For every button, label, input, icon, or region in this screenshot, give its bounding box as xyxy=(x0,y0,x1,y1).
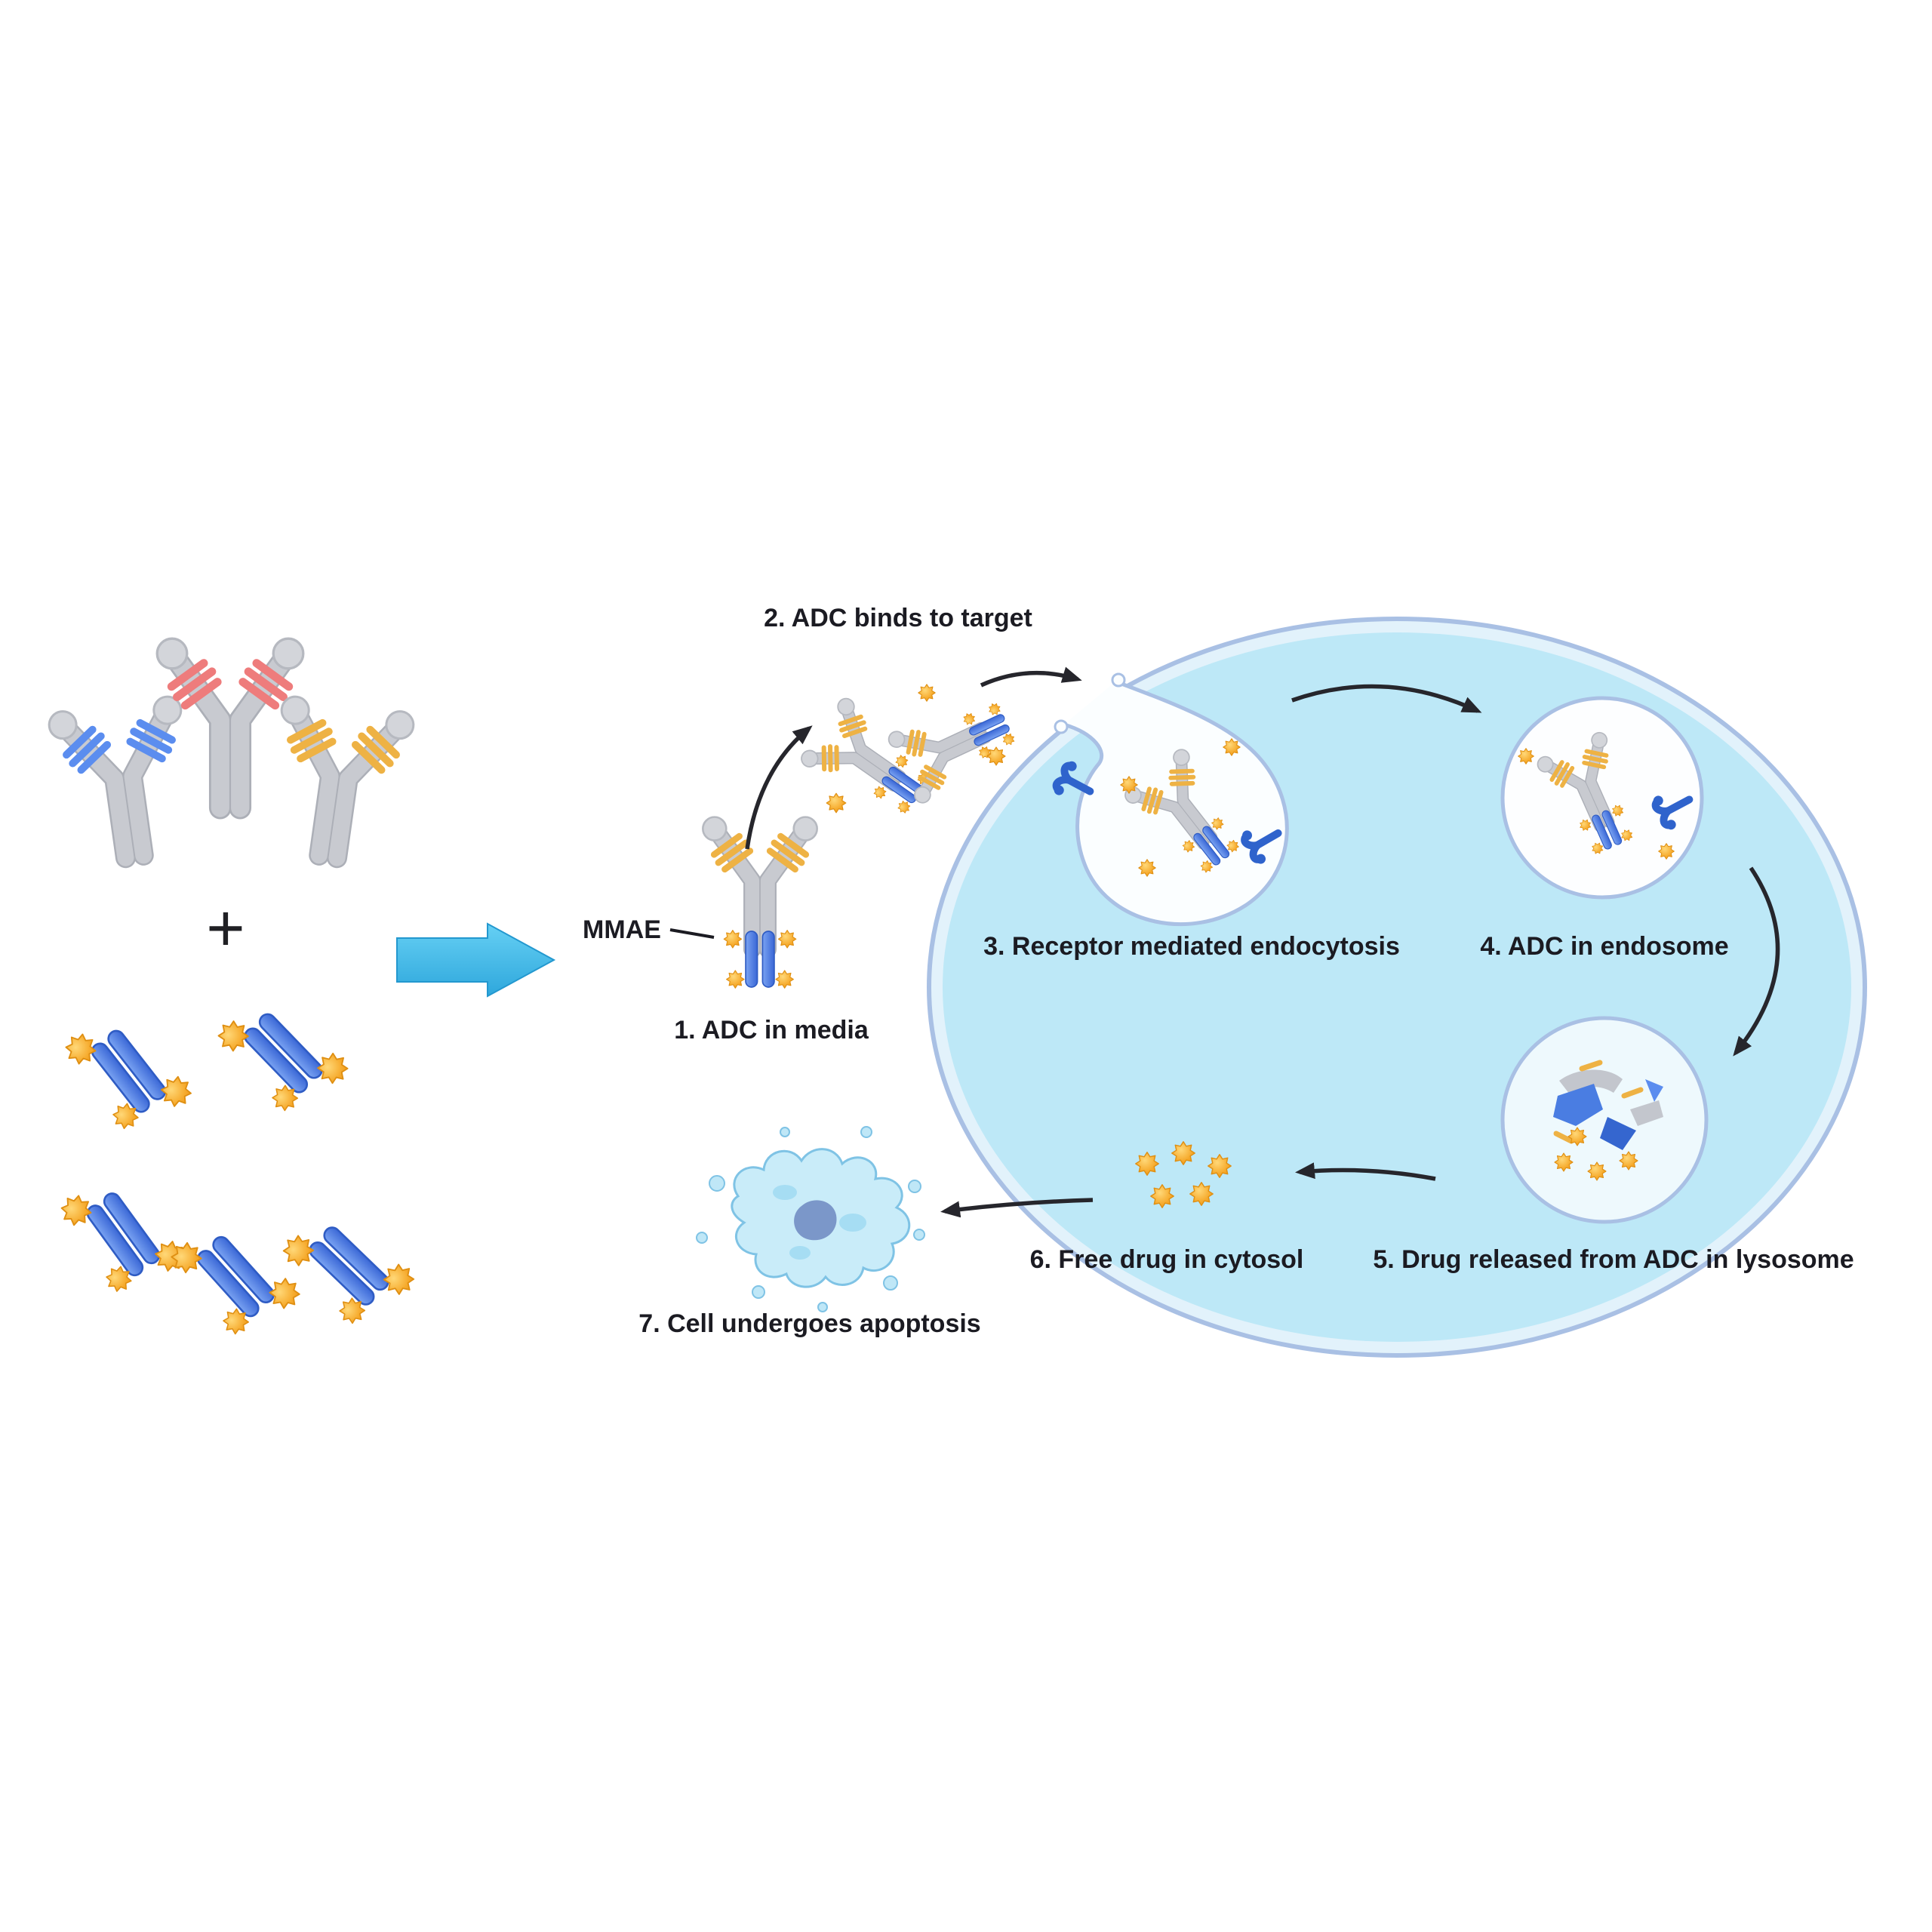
plus-sign: + xyxy=(206,891,245,965)
drug-payload-icon xyxy=(210,981,354,1126)
flow-arrow-1-to-2 xyxy=(745,725,813,850)
step-5-label: 5. Drug released from ADC in lysosome xyxy=(1373,1245,1854,1274)
mmae-label: MMAE xyxy=(583,915,661,944)
flow-arrow-3-to-4 xyxy=(1291,684,1482,713)
drug-payload-icon xyxy=(57,998,198,1145)
adc-icon xyxy=(703,817,817,989)
antibody-red-icon xyxy=(157,638,303,808)
flow-arrow-4-to-5 xyxy=(1733,866,1780,1057)
lysosome xyxy=(1500,1016,1709,1224)
step-4-label: 4. ADC in endosome xyxy=(1480,932,1729,961)
lysosome-fragments xyxy=(1553,1060,1663,1181)
flow-arrow-2-to-membrane xyxy=(980,666,1082,688)
flow-arrow-5-to-6 xyxy=(1295,1162,1436,1181)
flow-arrow-6-to-7 xyxy=(940,1198,1094,1218)
drug-payload-icon xyxy=(163,1204,306,1349)
step-6-label: 6. Free drug in cytosol xyxy=(1029,1245,1304,1274)
drug-payload-icon xyxy=(275,1194,420,1338)
antibody-yellow-icon xyxy=(262,695,415,866)
step-2-label: 2. ADC binds to target xyxy=(764,604,1032,632)
block-arrow-icon xyxy=(396,922,556,998)
flow-arrows xyxy=(745,666,1780,1218)
antibody-blue-icon xyxy=(48,695,201,866)
apoptotic-cell-icon xyxy=(696,1126,925,1312)
step-3-label: 3. Receptor mediated endocytosis xyxy=(983,932,1400,961)
drug-payload-icon xyxy=(53,1161,191,1308)
mmae-pointer-line xyxy=(669,928,715,939)
step-7-label: 7. Cell undergoes apoptosis xyxy=(638,1309,981,1338)
step-1-label: 1. ADC in media xyxy=(674,1016,869,1044)
